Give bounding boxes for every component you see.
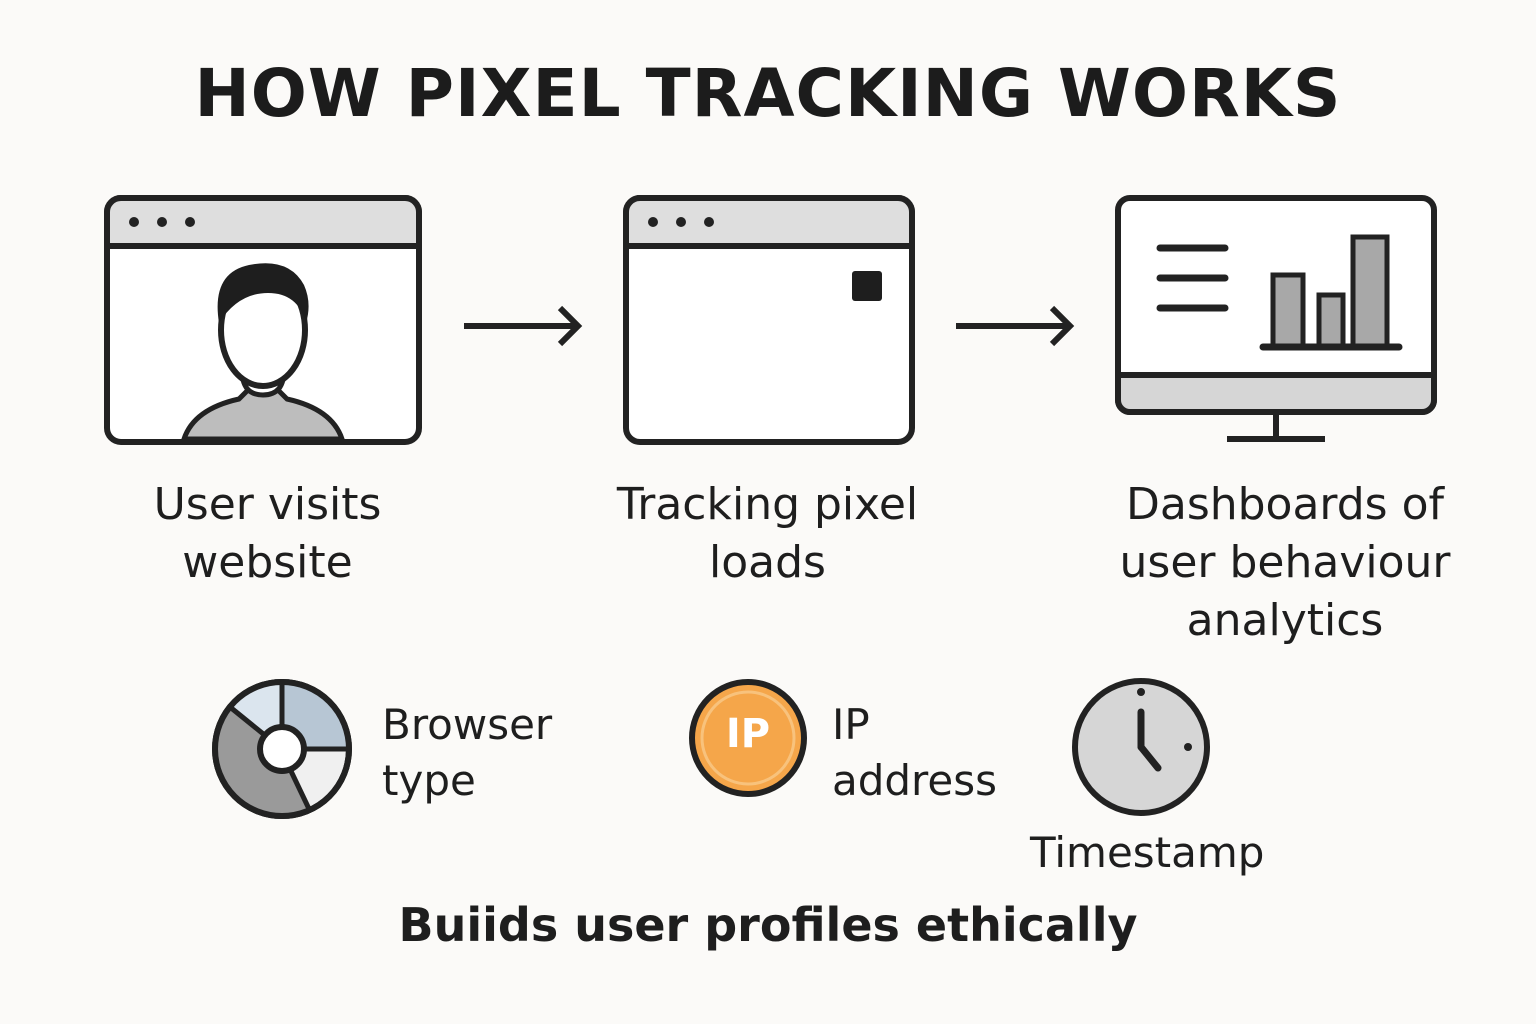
user-browser-icon (104, 195, 422, 445)
browser-pixel-icon (623, 195, 915, 445)
browser-wheel-icon (212, 679, 352, 819)
arrow-right-icon (956, 305, 1075, 347)
ip-badge-icon (689, 679, 807, 797)
step-label-user-visits: User visits website (153, 479, 382, 588)
data-point-label-timestamp: Timestamp (1030, 828, 1265, 877)
step-label-pixel-loads: Tracking pixel loads (616, 479, 919, 588)
data-point-label-browser: Browser type (382, 700, 553, 805)
page-title: HOW PIXEL TRACKING WORKS (194, 55, 1342, 132)
arrow-right-icon (464, 305, 583, 347)
data-point-label-ip: IP address (832, 700, 998, 805)
clock-icon (1072, 678, 1210, 816)
footer-tagline: Buiids user profiles ethically (398, 898, 1138, 952)
step-label-dashboards: Dashboards of user behaviour analytics (1119, 479, 1451, 646)
ip-badge-text: IP (725, 711, 771, 757)
analytics-monitor-icon (1115, 195, 1437, 442)
